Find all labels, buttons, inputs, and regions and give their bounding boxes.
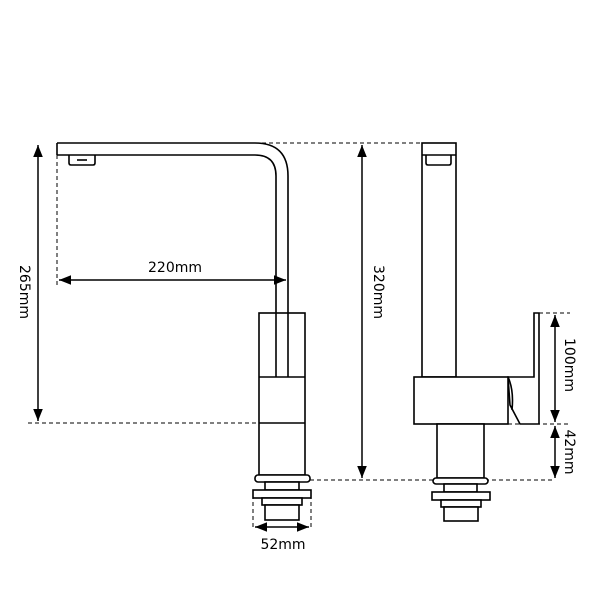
faucet-body bbox=[258, 312, 306, 476]
base-height-label: 42mm bbox=[561, 429, 577, 474]
dimension-arrows bbox=[33, 145, 560, 532]
base-diameter-label: 52mm bbox=[260, 537, 305, 553]
faucet-front-view bbox=[413, 142, 540, 522]
spout-height-label: 265mm bbox=[16, 265, 32, 319]
aerator-nozzle bbox=[68, 155, 96, 166]
faucet-body bbox=[413, 376, 509, 425]
base-stem bbox=[436, 423, 485, 479]
spout-reach-label: 220mm bbox=[148, 260, 202, 276]
handle-height-label: 100mm bbox=[561, 338, 577, 392]
mounting-nut bbox=[252, 489, 312, 499]
base-flange bbox=[432, 477, 489, 485]
mounting-nut bbox=[431, 491, 491, 501]
total-height-label: 320mm bbox=[370, 265, 386, 319]
faucet-side-view bbox=[56, 142, 312, 521]
base-flange bbox=[254, 474, 311, 483]
spout-column bbox=[421, 142, 457, 378]
